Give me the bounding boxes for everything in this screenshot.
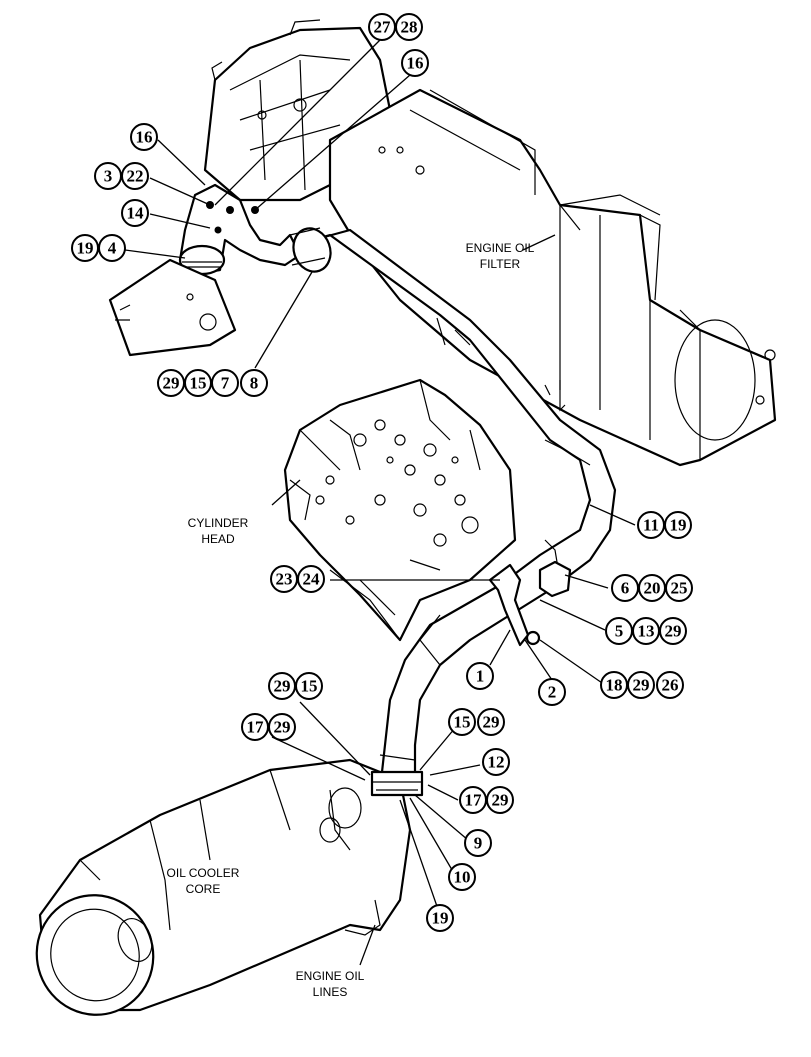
callout-number: 28 xyxy=(401,18,418,37)
callout-12: 12 xyxy=(482,748,510,776)
callout-number: 14 xyxy=(127,204,145,223)
callout-number: 3 xyxy=(104,167,113,186)
callout-19-bottom: 19 xyxy=(426,904,454,932)
callout-number: 5 xyxy=(615,622,624,641)
callout-number: 29 xyxy=(274,677,291,696)
callout-2: 2 xyxy=(538,678,566,706)
callout-number: 26 xyxy=(662,676,679,695)
callout-number: 29 xyxy=(163,374,180,393)
callout-number: 18 xyxy=(606,676,623,695)
callout-number: 1 xyxy=(476,667,485,686)
callout-number: 4 xyxy=(108,239,117,258)
callout-16-top: 16 xyxy=(401,49,429,77)
callout-18-29-26: 18 29 26 xyxy=(600,671,684,699)
callout-6-20-25: 6 20 25 xyxy=(611,574,693,602)
elbow-fitting xyxy=(108,183,302,357)
label-engine-oil-lines-1: ENGINE OIL xyxy=(296,969,365,983)
callout-number: 15 xyxy=(190,374,207,393)
callout-number: 22 xyxy=(127,167,144,186)
callout-number: 29 xyxy=(633,676,650,695)
tube-bracket xyxy=(488,560,572,647)
callout-9: 9 xyxy=(464,829,492,857)
callout-number: 15 xyxy=(454,713,471,732)
callout-10: 10 xyxy=(448,863,476,891)
callout-15-29: 15 29 xyxy=(448,708,505,736)
label-oil-cooler-core-2: CORE xyxy=(186,882,221,896)
callout-number: 19 xyxy=(432,909,449,928)
callout-number: 17 xyxy=(247,718,265,737)
leader-lines xyxy=(124,39,636,966)
callout-number: 6 xyxy=(621,579,630,598)
label-cylinder-head-2: HEAD xyxy=(201,532,235,546)
callout-number: 19 xyxy=(670,516,687,535)
callout-number: 10 xyxy=(454,868,471,887)
callout-3-22: 3 22 xyxy=(94,162,149,190)
callout-number: 20 xyxy=(644,579,661,598)
callout-number: 16 xyxy=(407,54,424,73)
callout-16-left: 16 xyxy=(130,123,158,151)
callout-number: 27 xyxy=(374,18,392,37)
label-engine-oil-filter-2: FILTER xyxy=(480,257,521,271)
callout-number: 29 xyxy=(483,713,500,732)
callout-number: 29 xyxy=(274,718,291,737)
label-oil-cooler-core-1: OIL COOLER xyxy=(167,866,240,880)
callout-number: 29 xyxy=(665,622,682,641)
callout-29-15-7-8: 29 15 7 8 xyxy=(157,369,268,397)
callout-number: 16 xyxy=(136,128,153,147)
callout-number: 2 xyxy=(548,683,557,702)
cylinder-head xyxy=(283,378,517,642)
label-engine-oil-filter-1: ENGINE OIL xyxy=(466,241,535,255)
callout-29-15: 29 15 xyxy=(268,672,323,700)
callout-number: 13 xyxy=(638,622,655,641)
callout-number: 24 xyxy=(303,570,321,589)
callout-number: 8 xyxy=(250,374,259,393)
component-labels: ENGINE OIL FILTER CYLINDER HEAD OIL COOL… xyxy=(167,241,535,999)
callout-17-29-left: 17 29 xyxy=(241,713,296,741)
callout-5-13-29: 5 13 29 xyxy=(605,617,687,645)
callout-number: 7 xyxy=(221,374,230,393)
callout-number: 12 xyxy=(488,753,505,772)
callout-number: 23 xyxy=(276,570,293,589)
callout-11-19: 11 19 xyxy=(637,511,692,539)
callout-17-29-right: 17 29 xyxy=(459,786,514,814)
label-cylinder-head-1: CYLINDER xyxy=(188,516,249,530)
callout-bubbles: 27 28 16 16 3 22 14 19 4 29 15 7 8 11 19 xyxy=(71,13,693,932)
callout-number: 17 xyxy=(465,791,483,810)
callout-19-4: 19 4 xyxy=(71,234,126,262)
oil-tube xyxy=(289,227,617,797)
callout-27-28: 27 28 xyxy=(368,13,423,41)
engine-oil-filter xyxy=(328,88,777,467)
callout-number: 19 xyxy=(77,239,94,258)
callout-number: 25 xyxy=(671,579,688,598)
callout-number: 15 xyxy=(301,677,318,696)
callout-14: 14 xyxy=(121,199,149,227)
callout-23-24: 23 24 xyxy=(270,565,325,593)
label-engine-oil-lines-2: LINES xyxy=(313,985,348,999)
oil-cooler-core xyxy=(35,758,412,1016)
callout-number: 29 xyxy=(492,791,509,810)
callout-number: 11 xyxy=(643,516,659,535)
callout-number: 9 xyxy=(474,834,483,853)
callout-1: 1 xyxy=(466,662,494,690)
